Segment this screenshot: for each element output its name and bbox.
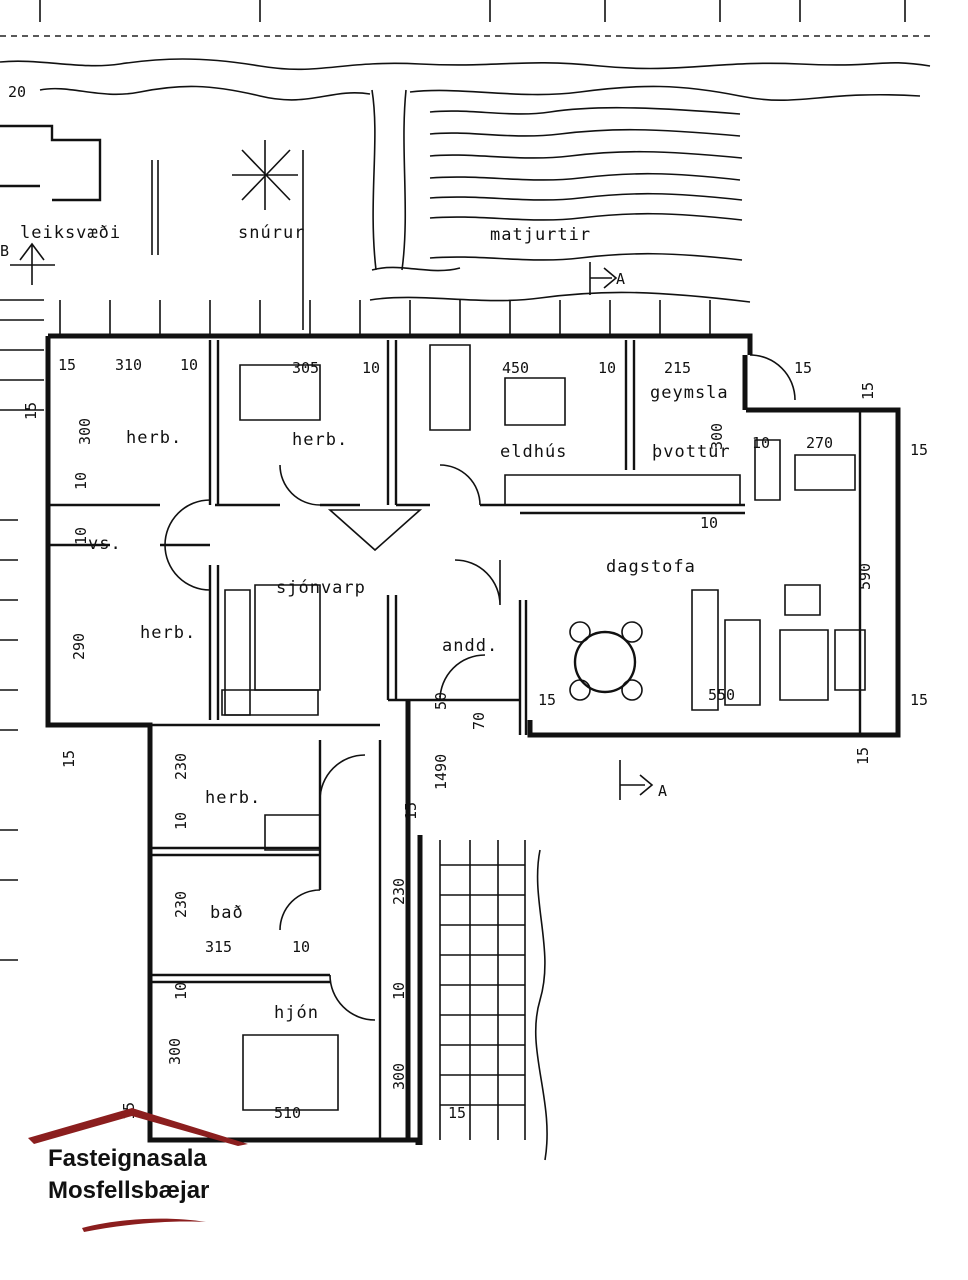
dim-15: 15 — [910, 441, 928, 459]
label-leiksvaedi: leiksvæði — [20, 223, 121, 243]
label-herb-1: herb. — [126, 428, 182, 448]
dim-300: 300 — [166, 1038, 184, 1065]
label-eldhus: eldhús — [500, 442, 567, 462]
dim-230: 230 — [390, 878, 408, 905]
label-herb-4: herb. — [205, 788, 261, 808]
dim-290: 290 — [70, 633, 88, 660]
dim-550: 550 — [708, 686, 735, 704]
dim-450: 450 — [502, 359, 529, 377]
label-herb-2: herb. — [292, 430, 348, 450]
dim-230: 230 — [172, 753, 190, 780]
label-sjonvarp: sjónvarp — [276, 578, 366, 598]
dim-10: 10 — [752, 434, 770, 452]
walls — [45, 333, 901, 1161]
label-matjurtir: matjurtir — [490, 225, 591, 245]
dim-15: 15 — [58, 356, 76, 374]
dim-10: 10 — [172, 812, 190, 830]
label-geymsla: geymsla — [650, 383, 729, 403]
label-dagstofa: dagstofa — [606, 557, 696, 577]
dim-70: 70 — [470, 712, 488, 730]
dim-15: 15 — [859, 382, 877, 400]
brand-line-1: Fasteignasala — [48, 1145, 207, 1172]
dim-15: 15 — [448, 1104, 466, 1122]
dim-15: 15 — [794, 359, 812, 377]
section-marker-a-top: A — [616, 270, 625, 288]
label-pvottur: þvottur — [652, 442, 731, 462]
top-hedge — [0, 0, 931, 101]
dim-10: 10 — [598, 359, 616, 377]
dim-10: 10 — [362, 359, 380, 377]
dim-10: 10 — [180, 356, 198, 374]
dim-10: 10 — [72, 472, 90, 490]
dim-300: 300 — [390, 1063, 408, 1090]
dim-10: 10 — [390, 982, 408, 1000]
dim-15: 15 — [22, 402, 40, 420]
section-marker-a-bottom: A — [658, 782, 667, 800]
label-bad: bað — [210, 903, 244, 923]
dim-230: 230 — [172, 891, 190, 918]
dim-10: 10 — [72, 527, 90, 545]
label-hjon: hjón — [274, 1003, 319, 1023]
dim-315: 315 — [205, 938, 232, 956]
dim-1490: 1490 — [432, 754, 450, 790]
dim-590: 590 — [856, 563, 874, 590]
dim-10: 10 — [172, 982, 190, 1000]
logo-swoosh — [82, 1218, 206, 1232]
label-andd: andd. — [442, 636, 498, 656]
dim-50: 50 — [432, 692, 450, 710]
dim-15: 15 — [910, 691, 928, 709]
dim-310: 310 — [115, 356, 142, 374]
dim-300: 300 — [708, 423, 726, 450]
garden-area — [0, 89, 751, 961]
dim-10: 10 — [700, 514, 718, 532]
dim-510: 510 — [274, 1104, 301, 1122]
dim-10: 10 — [292, 938, 310, 956]
dim-215: 215 — [664, 359, 691, 377]
dim-305: 305 — [292, 359, 319, 377]
dim-15: 15 — [402, 802, 420, 820]
brand-line-2: Mosfellsbæjar — [48, 1177, 209, 1204]
logo-roof — [28, 1108, 248, 1146]
label-herb-3: herb. — [140, 623, 196, 643]
brand-logo: Fasteignasala Mosfellsbæjar — [28, 1108, 248, 1232]
handwritten-note — [429, 106, 743, 261]
dim-300: 300 — [76, 418, 94, 445]
dim-20: 20 — [8, 83, 26, 101]
section-marker-b: B — [0, 242, 9, 260]
dim-15: 15 — [60, 750, 78, 768]
dim-15: 15 — [854, 747, 872, 765]
dim-270: 270 — [806, 434, 833, 452]
label-vs: vs. — [88, 534, 122, 554]
label-snurur: snúrur — [238, 223, 305, 243]
dim-15: 15 — [538, 691, 556, 709]
